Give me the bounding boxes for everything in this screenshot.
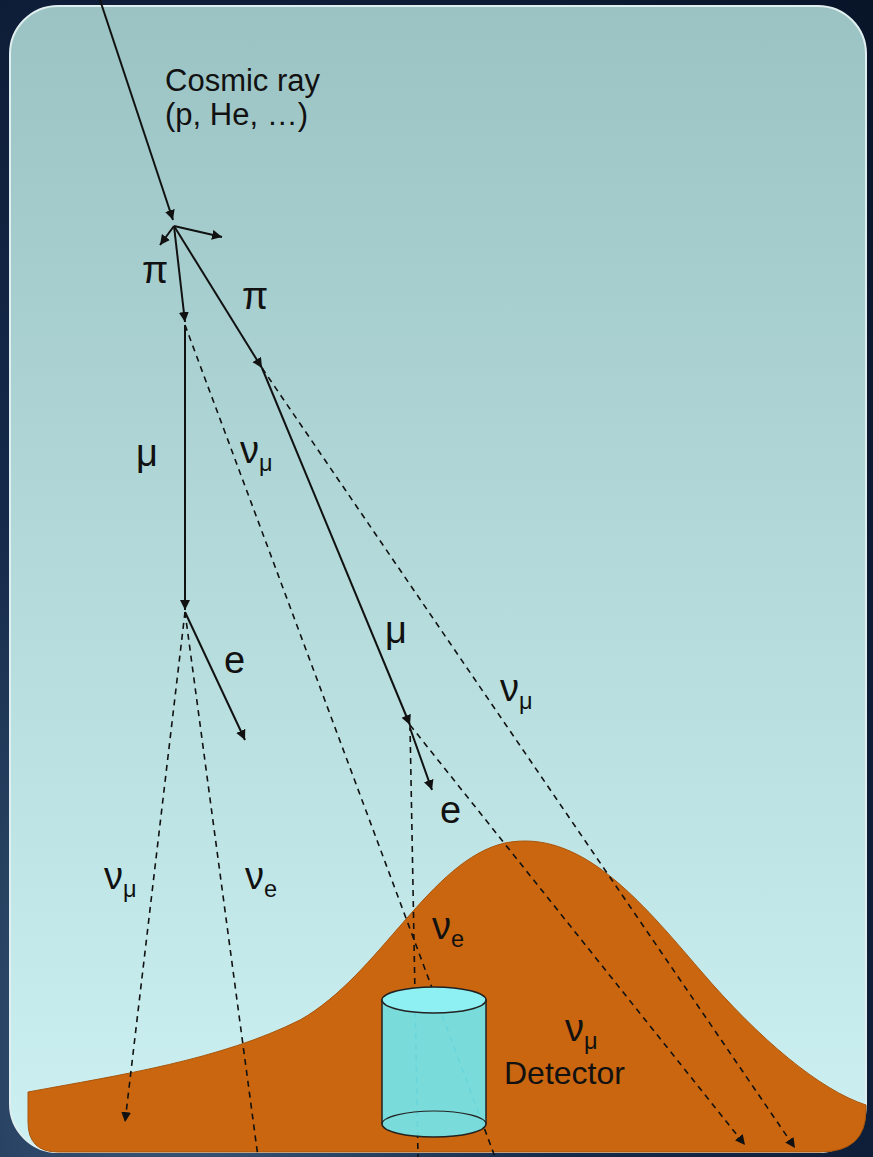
sky-panel xyxy=(10,6,866,1152)
particle-label: e xyxy=(224,640,245,682)
detector-cylinder xyxy=(380,985,488,1139)
source-label: Cosmic ray (p, He, …) xyxy=(165,64,340,132)
particle-label: μ xyxy=(136,433,158,475)
particle-tracks xyxy=(100,0,432,790)
particle-label: e xyxy=(440,790,461,832)
particle-label: νμ xyxy=(565,1008,598,1055)
particle-label: νμ xyxy=(240,430,273,477)
mountain xyxy=(28,841,866,1152)
detector-label: Detector xyxy=(504,1055,625,1092)
particle-label: π xyxy=(142,250,168,292)
detector-node: Detector xyxy=(380,985,633,1139)
particle-label: νe xyxy=(432,906,464,953)
particle-label: νμ xyxy=(500,668,533,715)
neutrino-tracks xyxy=(125,325,795,1157)
particle-label: νμ xyxy=(104,856,137,903)
particle-label: π xyxy=(242,276,268,318)
particle-label: νe xyxy=(245,856,277,903)
particle-label: μ xyxy=(385,610,407,652)
